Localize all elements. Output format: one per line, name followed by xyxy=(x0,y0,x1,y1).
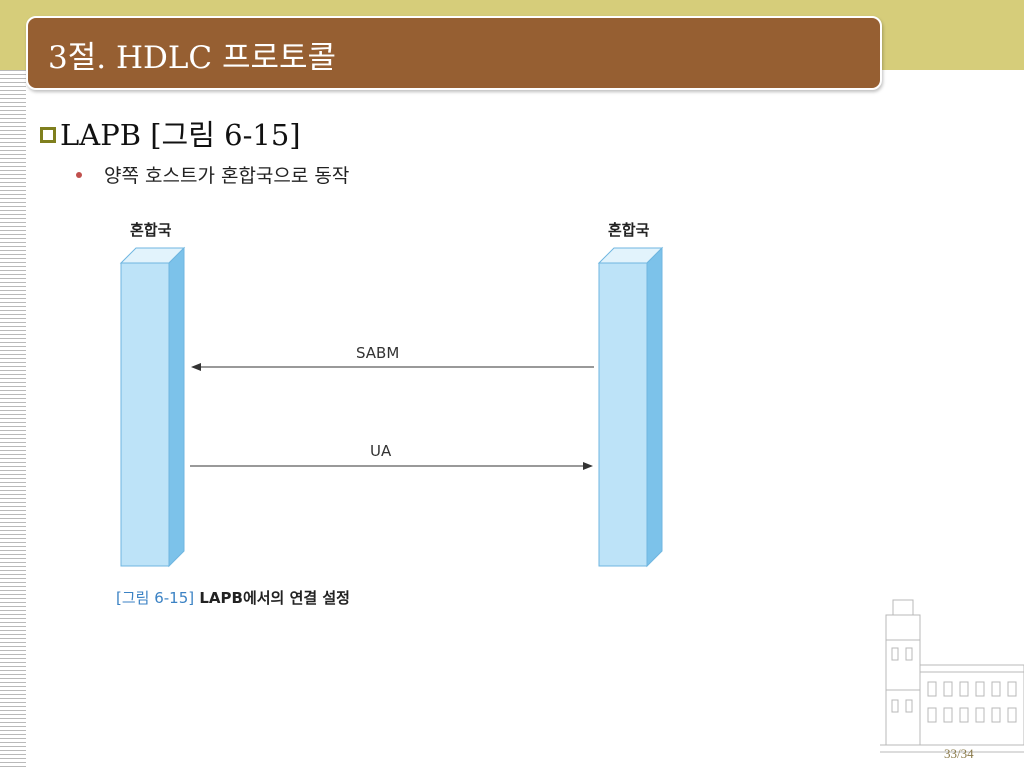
building-sketch-decoration xyxy=(880,599,1024,753)
sub-bullet-text: 양쪽 호스트가 혼합국으로 동작 xyxy=(104,165,350,187)
title-bar: 3절. HDLC 프로토콜 xyxy=(26,16,882,90)
left-station-bar xyxy=(119,246,186,568)
right-station-bar xyxy=(597,246,664,568)
square-bullet-icon xyxy=(40,127,56,143)
left-station-label: 혼합국 xyxy=(130,221,172,239)
dot-bullet-icon xyxy=(76,171,82,178)
ua-label: UA xyxy=(370,442,392,460)
page-number: 33/34 xyxy=(944,746,974,761)
figure-caption: [그림 6-15] LAPB에서의 연결 설정 xyxy=(116,587,350,608)
caption-number: [그림 6-15] xyxy=(116,589,195,607)
sabm-label: SABM xyxy=(356,344,400,362)
main-bullet-text: LAPB [그림 6-15] xyxy=(60,118,301,152)
caption-text: LAPB에서의 연결 설정 xyxy=(194,589,350,607)
right-station-label: 혼합국 xyxy=(608,221,650,239)
slide-title: 3절. HDLC 프로토콜 xyxy=(48,40,337,76)
sub-bullet: 양쪽 호스트가 혼합국으로 동작 xyxy=(76,161,349,188)
main-bullet: LAPB [그림 6-15] xyxy=(40,112,301,154)
left-striped-margin xyxy=(0,70,26,768)
